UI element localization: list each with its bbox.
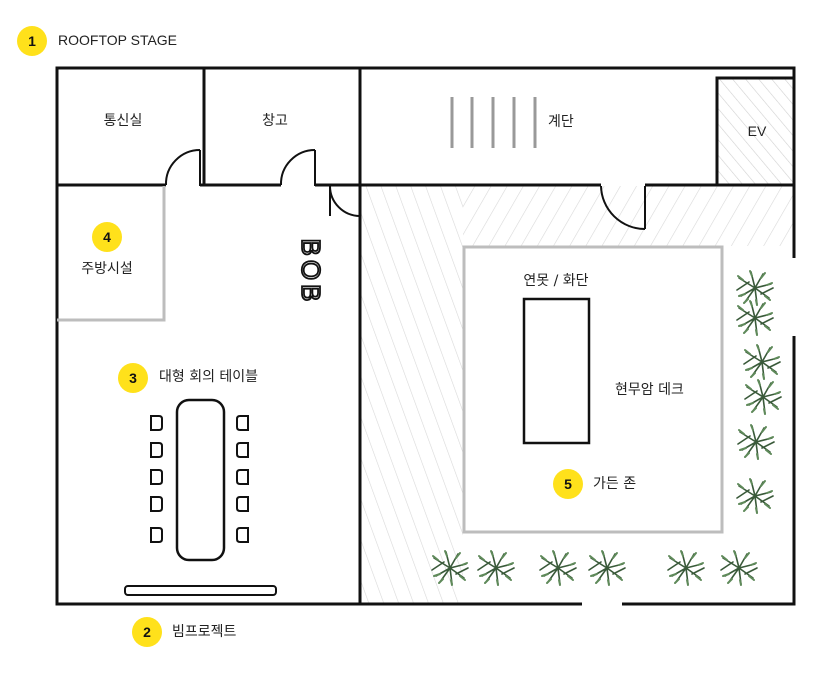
marker-1-badge: 1 xyxy=(17,26,47,56)
title-label: ROOFTOP STAGE xyxy=(58,32,178,48)
projector-screen xyxy=(124,585,277,596)
ev-hatch xyxy=(717,79,794,184)
upper-terrace-hatch xyxy=(463,186,795,246)
marker-3-label: 대형 회의 테이블 xyxy=(159,369,259,385)
bob-label: BOB xyxy=(296,239,326,306)
basalt-deck-label: 현무암 데크 xyxy=(615,382,684,398)
outer-walls xyxy=(55,66,796,606)
interior-walls xyxy=(57,68,794,604)
room-storage-label: 창고 xyxy=(262,113,288,129)
room-stairs-label: 계단 xyxy=(548,114,574,130)
kitchen-partition xyxy=(57,186,166,322)
marker-2-label: 빔프로젝트 xyxy=(172,624,237,640)
marker-3-badge: 3 xyxy=(118,363,148,393)
conference-table xyxy=(175,398,226,562)
marker-4-badge: 4 xyxy=(92,222,122,252)
doors xyxy=(164,149,646,230)
marker-5-badge: 5 xyxy=(553,469,583,499)
pond-planter-label: 연못 / 화단 xyxy=(523,273,589,289)
pond-planter-box xyxy=(522,297,591,445)
room-ev-label: EV xyxy=(747,123,767,139)
chairs xyxy=(150,415,249,543)
marker-5-label: 가든 존 xyxy=(593,476,637,492)
stair-lines xyxy=(450,97,537,148)
room-comm-label: 통신실 xyxy=(103,113,143,129)
garden-zone-outline xyxy=(462,245,724,534)
walkway-hatch xyxy=(360,186,463,604)
marker-4-label: 주방시설 xyxy=(81,261,133,277)
marker-2-badge: 2 xyxy=(132,617,162,647)
